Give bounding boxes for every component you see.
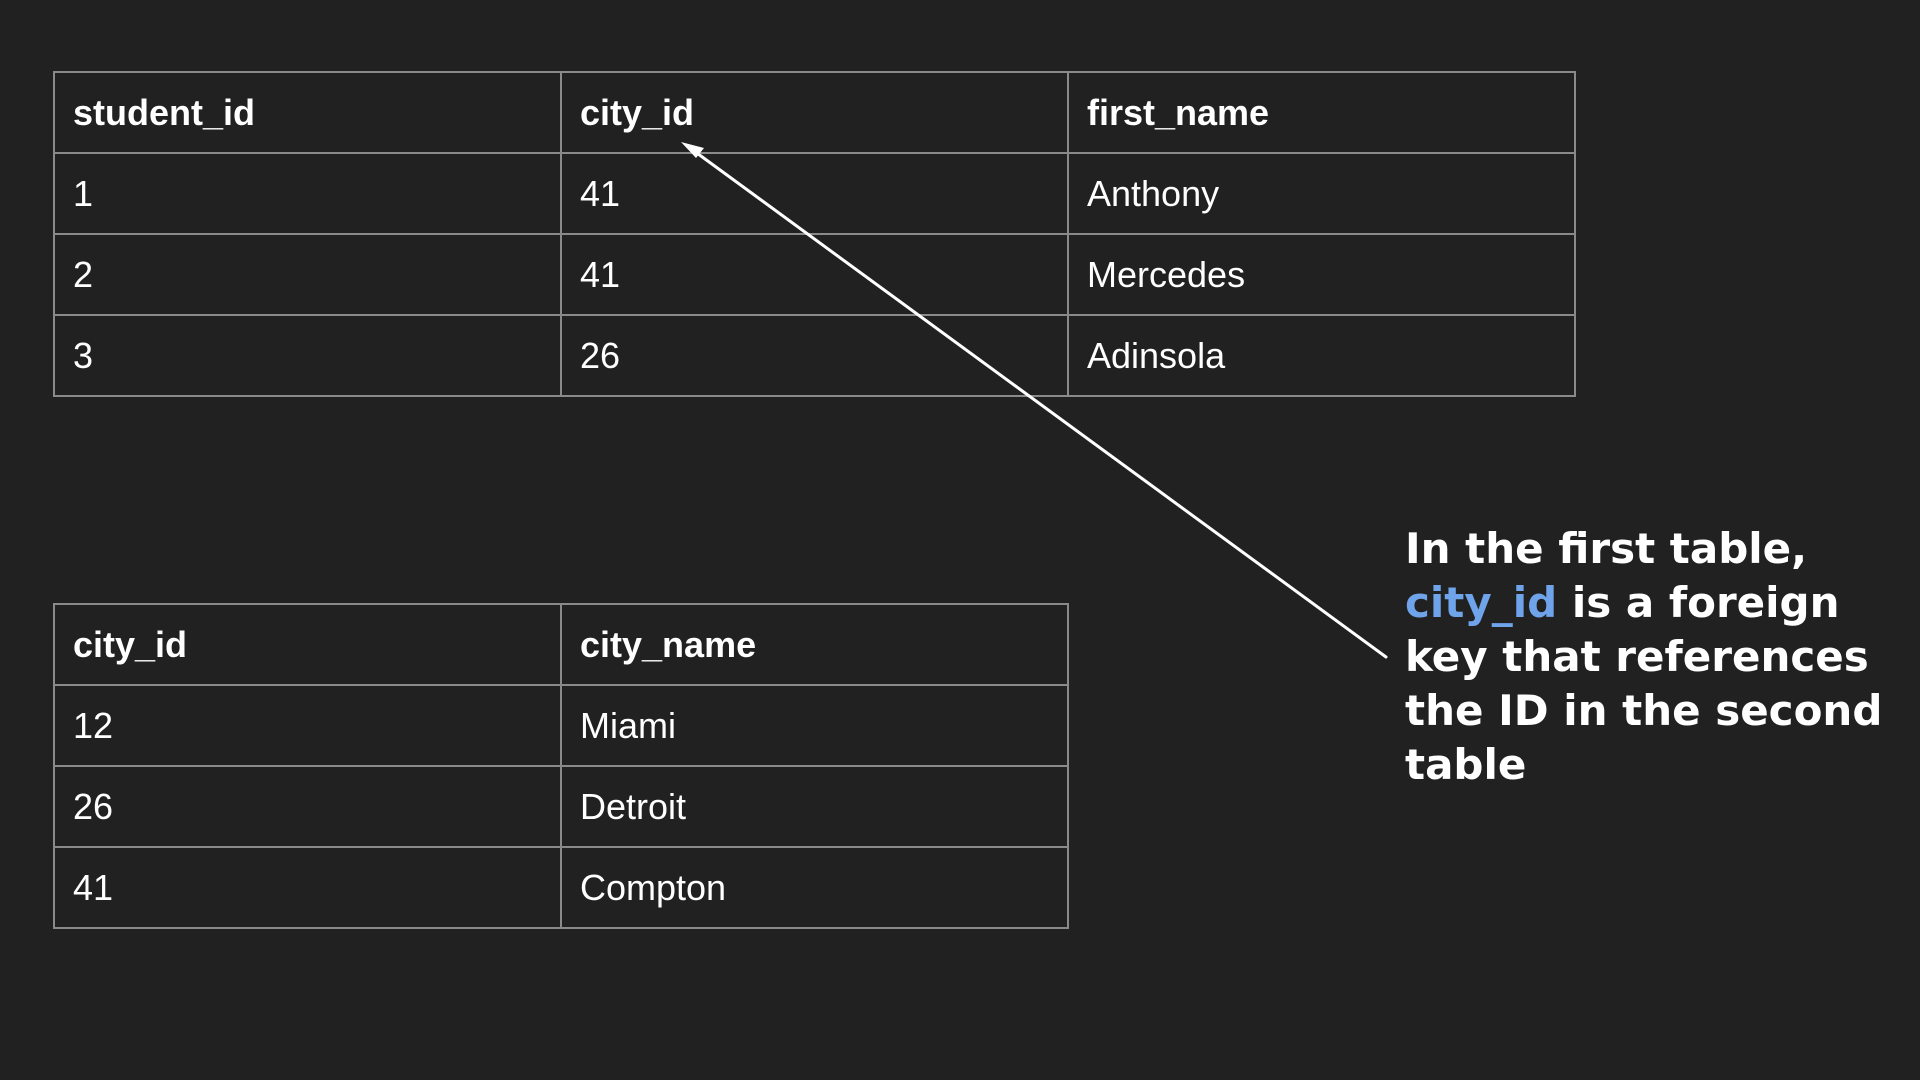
table-cell: Anthony bbox=[1067, 152, 1576, 235]
table-row: 12 Miami bbox=[53, 684, 1069, 767]
header-cell: city_id bbox=[53, 603, 562, 686]
table-cell: 12 bbox=[53, 684, 562, 767]
foreign-key-callout: In the first table, city_id is a foreign… bbox=[1405, 522, 1905, 792]
table-cell: 41 bbox=[53, 846, 562, 929]
table-cell: 1 bbox=[53, 152, 562, 235]
callout-text: is a foreign bbox=[1557, 578, 1840, 627]
table-cell: 3 bbox=[53, 314, 562, 397]
table-row: 26 Detroit bbox=[53, 765, 1069, 848]
table-cell: 26 bbox=[560, 314, 1069, 397]
callout-line: table bbox=[1405, 740, 1527, 789]
table-cell: Miami bbox=[560, 684, 1069, 767]
highlighted-term: city_id bbox=[1405, 578, 1558, 627]
header-cell: student_id bbox=[53, 71, 562, 154]
cities-table: city_id city_name 12 Miami 26 Detroit 41… bbox=[53, 603, 1069, 929]
header-cell: city_id bbox=[560, 71, 1069, 154]
table-cell: 41 bbox=[560, 152, 1069, 235]
table-cell: Mercedes bbox=[1067, 233, 1576, 316]
students-table: student_id city_id first_name 1 41 Antho… bbox=[53, 71, 1576, 397]
table-cell: 26 bbox=[53, 765, 562, 848]
table-cell: 41 bbox=[560, 233, 1069, 316]
table-cell: 2 bbox=[53, 233, 562, 316]
callout-line: key that references bbox=[1405, 632, 1869, 681]
table-row: 1 41 Anthony bbox=[53, 152, 1576, 235]
callout-line: the ID in the second bbox=[1405, 686, 1883, 735]
callout-line: In the first table, bbox=[1405, 524, 1808, 573]
header-cell: city_name bbox=[560, 603, 1069, 686]
table-cell: Detroit bbox=[560, 765, 1069, 848]
table-header-row: city_id city_name bbox=[53, 603, 1069, 686]
header-cell: first_name bbox=[1067, 71, 1576, 154]
table-header-row: student_id city_id first_name bbox=[53, 71, 1576, 154]
table-cell: Compton bbox=[560, 846, 1069, 929]
table-cell: Adinsola bbox=[1067, 314, 1576, 397]
table-row: 41 Compton bbox=[53, 846, 1069, 929]
table-row: 3 26 Adinsola bbox=[53, 314, 1576, 397]
table-row: 2 41 Mercedes bbox=[53, 233, 1576, 316]
callout-line: city_id is a foreign bbox=[1405, 576, 1905, 630]
